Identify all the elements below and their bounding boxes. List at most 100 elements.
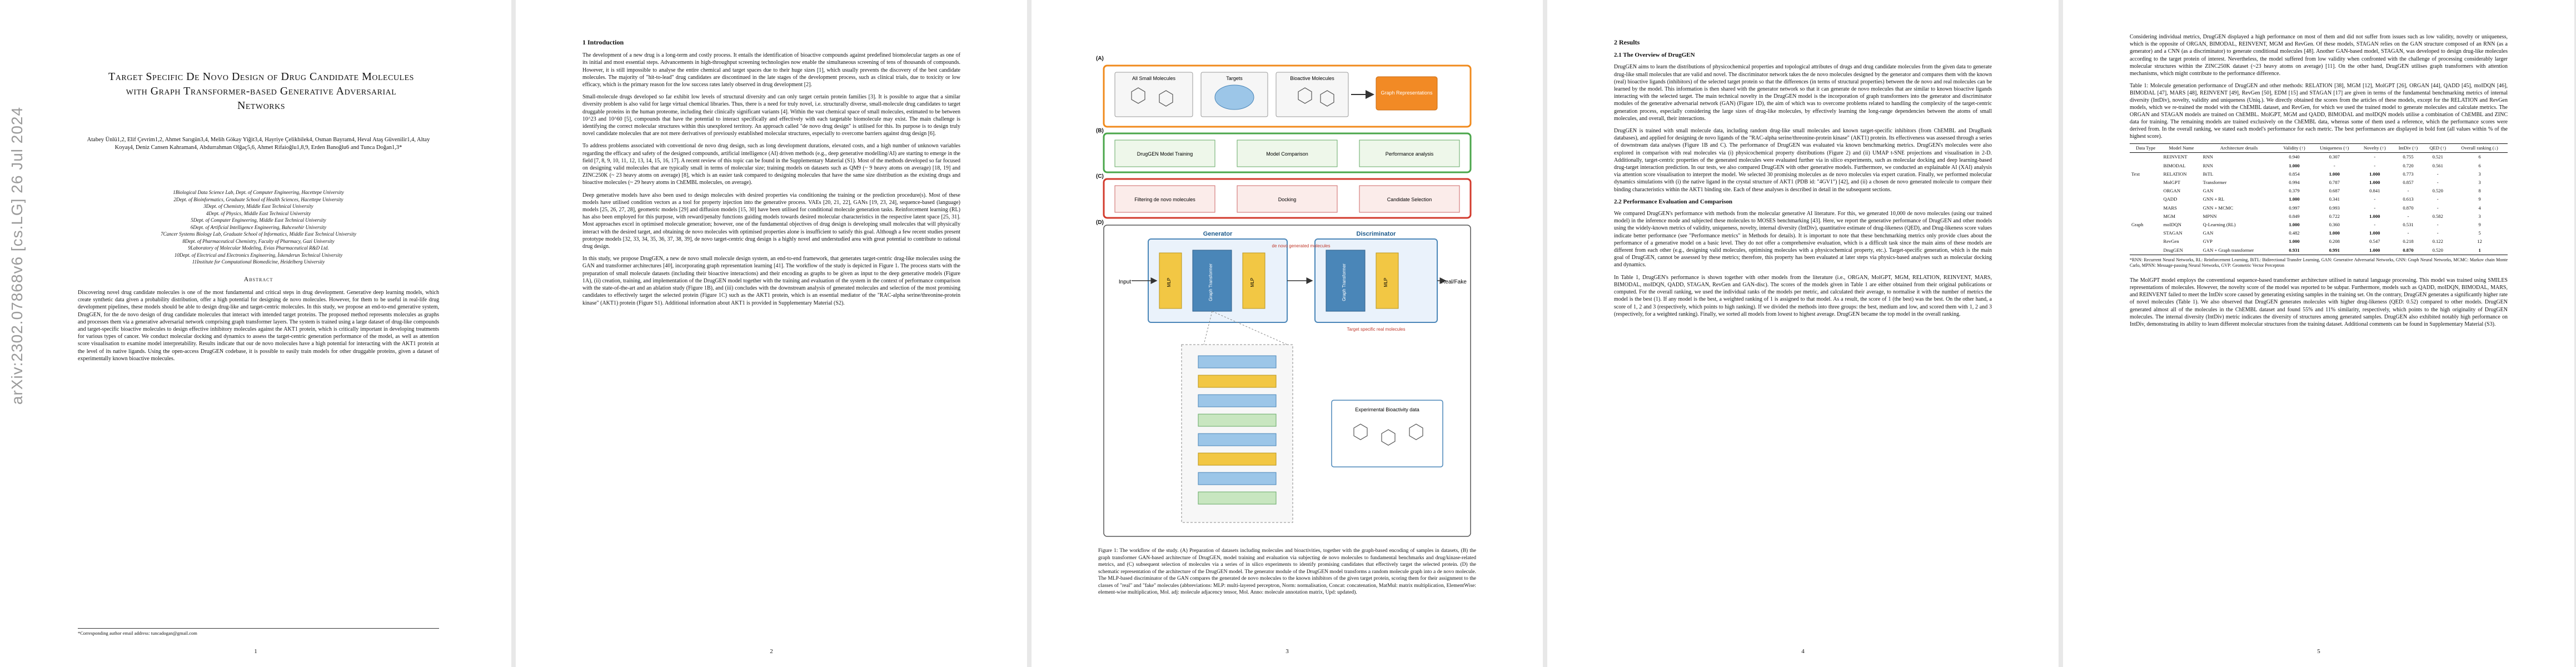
table-cell: 1.000	[2369, 171, 2380, 177]
table-cell: 0.854	[2289, 171, 2300, 177]
table-cell: 0.379	[2289, 188, 2300, 194]
table-cell: GAN	[2203, 230, 2214, 236]
table-cell: 1.000	[2369, 213, 2380, 219]
block-label: Graph Transformer	[1342, 263, 1347, 301]
section-title: 1 Introduction	[582, 38, 624, 46]
table-cell: -	[2374, 205, 2376, 211]
affiliation: 8Dept. of Pharmaceutical Chemistry, Facu…	[182, 238, 335, 244]
table-cell: 1	[2452, 246, 2508, 255]
mlp-block	[1159, 252, 1182, 309]
mlp-block	[1376, 252, 1399, 309]
block-label: MLP	[1383, 278, 1388, 287]
annotation: de novo generated molecules	[1272, 243, 1331, 248]
panel-label-c: (C)	[1096, 173, 1104, 180]
block-label: Graph Transformer	[1208, 263, 1213, 301]
block-label: MLP	[1250, 278, 1255, 287]
table-cell: MGM	[2163, 213, 2175, 219]
panel-c-label: Candidate Selection	[1387, 197, 1432, 202]
table-cell: 0.613	[2403, 196, 2414, 202]
table-cell	[2130, 162, 2161, 170]
table-cell: 0.531	[2403, 222, 2414, 228]
table-header: Data Type	[2130, 143, 2162, 153]
table-header: Overall ranking (↓)	[2452, 143, 2508, 153]
table-cell: 0.857	[2403, 180, 2414, 186]
panel-a-label: Targets	[1226, 76, 1243, 81]
table-cell: MolGPT	[2163, 180, 2181, 186]
table-cell: GAN	[2203, 188, 2214, 194]
paragraph: In Table 1, DrugGEN's performance is sho…	[1614, 274, 1992, 317]
table-cell: -	[2374, 196, 2376, 202]
table-cell: -	[2374, 222, 2376, 228]
table-cell	[2130, 212, 2161, 221]
table-header: Model Name	[2161, 143, 2201, 153]
table-cell: 1.000	[2329, 171, 2340, 177]
table-cell: -	[2437, 205, 2439, 211]
table-cell: 0.993	[2329, 205, 2340, 211]
paper-title: Target Specific De Novo Design of Drug C…	[108, 71, 414, 112]
panel-a-label: Bioactive Molecules	[1290, 76, 1334, 81]
table-cell: 0.841	[2369, 188, 2380, 194]
page-4: 2 Results 2.1 The Overview of DrugGEN Dr…	[1547, 0, 2059, 667]
intro-column: 1 Introduction The development of a new …	[582, 38, 960, 312]
page-5: Considering individual metrics, DrugGEN …	[2063, 0, 2574, 667]
table-cell	[2130, 229, 2161, 237]
table-header-row: Data Type Model Name Architecture detail…	[2130, 143, 2508, 153]
table-header: Novelty (↑)	[2356, 143, 2393, 153]
affiliation: 7Cancer Systems Biology Lab, Graduate Sc…	[161, 231, 356, 237]
panel-b-label: Performance analysis	[1386, 151, 1434, 157]
table-cell: 6	[2478, 162, 2481, 168]
table-cell: 0.520	[2432, 188, 2443, 194]
mlp-block	[1242, 252, 1265, 309]
panel-b-label: DrugGEN Model Training	[1137, 151, 1193, 157]
table-header: Validity (↑)	[2276, 143, 2312, 153]
section-title: 2 Results	[1614, 38, 1640, 46]
subsection-title: 2.2 Performance Evaluation and Compariso…	[1614, 198, 1732, 205]
table-cell: 0.997	[2289, 205, 2300, 211]
page-number: 1	[254, 648, 257, 655]
table-cell: 12	[2477, 238, 2482, 245]
table-cell: 6	[2478, 154, 2481, 160]
author-list: Atabey Ünlü1,2, Elif Çevrim1,2, Ahmet Sa…	[87, 137, 430, 151]
table-cell: 0.482	[2289, 230, 2300, 236]
panel-a-box	[1114, 72, 1193, 117]
table-cell: 0.547	[2369, 238, 2380, 245]
table-cell: BiTL	[2203, 171, 2214, 177]
table-cell: -	[2374, 154, 2376, 160]
page-2: 1 Introduction The development of a new …	[516, 0, 1027, 667]
table-cell	[2130, 195, 2161, 203]
table-cell: -	[2407, 213, 2409, 219]
table-cell: 4	[2478, 205, 2481, 211]
paragraph: In this study, we propose DrugGEN, a new…	[582, 256, 960, 306]
affiliation: 10Dept. of Electrical and Electronics En…	[174, 252, 343, 258]
figure-caption: Figure 1: The workflow of the study. (A)…	[1098, 548, 1476, 595]
affiliation: 5Dept. of Computer Engineering, Middle E…	[191, 217, 326, 223]
panel-a-graph-box	[1376, 76, 1438, 111]
page-number: 5	[2317, 648, 2320, 655]
paragraph: Considering individual metrics, DrugGEN …	[2130, 34, 2508, 77]
table-cell: REINVENT	[2163, 154, 2188, 160]
table-cell: 9	[2478, 196, 2481, 202]
table-cell: 0.582	[2432, 213, 2443, 219]
table-cell: GAN + Graph transformer	[2201, 246, 2277, 255]
table-note: *RNN: Recurrent Neural Networks, RL: Rei…	[2130, 257, 2508, 268]
table-cell: 0.849	[2289, 213, 2300, 219]
table-cell: RNN	[2203, 162, 2213, 168]
table-cell: 1.000	[2289, 222, 2300, 228]
affiliation: 9Laboratory of Molecular Modeling, Evias…	[188, 245, 329, 251]
table-cell: 1.000	[2289, 162, 2300, 168]
table-header: Architecture details	[2201, 143, 2277, 153]
table-header: Uniqueness (↑)	[2311, 143, 2357, 153]
table-cell: 0.870	[2392, 246, 2424, 255]
paragraph: The development of a new drug is a long-…	[582, 52, 960, 88]
affiliation: 1Biological Data Science Lab, Dept. of C…	[173, 190, 344, 195]
table-cell: 0.940	[2289, 154, 2300, 160]
table-cell: Q-Learning (RL)	[2203, 222, 2236, 228]
table-cell: MPNN	[2203, 213, 2217, 219]
table-cell: 1.000	[2289, 196, 2300, 202]
